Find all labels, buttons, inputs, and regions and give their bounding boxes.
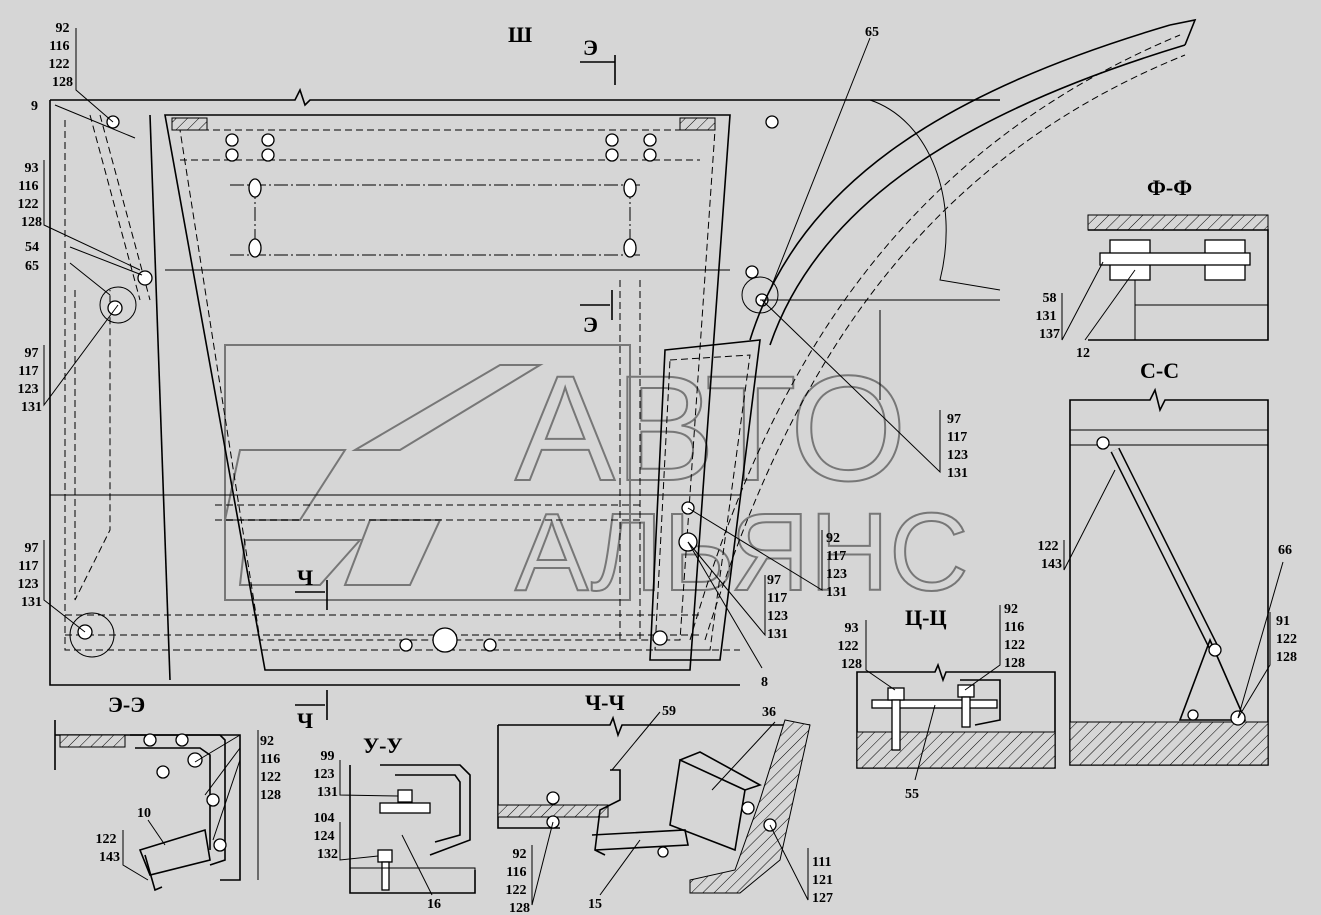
callout-labels: 92 116 122 128 9 93 116 122 128 54 65 97… xyxy=(18,21,1301,915)
callout-65-left: 65 xyxy=(25,259,39,274)
fasteners-top xyxy=(77,115,779,653)
watermark-text-1: АВТО xyxy=(515,344,907,512)
section-chch: Ч-Ч xyxy=(497,690,811,894)
section-mark-ch-top: Ч xyxy=(297,565,313,590)
callout-59: 59 xyxy=(662,704,676,719)
watermark: АВТО АЛЬЯНС xyxy=(223,343,970,615)
callout-91-122-128: 91 122 128 xyxy=(1276,614,1301,665)
callout-16: 16 xyxy=(427,897,441,912)
callout-66: 66 xyxy=(1278,543,1292,558)
section-tsts: Ц-Ц xyxy=(856,605,1056,769)
callout-65-top: 65 xyxy=(865,25,879,40)
section-title-ff: Ф-Ф xyxy=(1147,175,1192,200)
section-title-sh: Ш xyxy=(508,22,532,47)
section-title-ee: Э-Э xyxy=(108,692,145,717)
section-title-ss: С-С xyxy=(1140,358,1179,383)
callout-93-116-122-128: 93 116 122 128 xyxy=(18,161,43,230)
callout-93-122-128: 93 122 128 xyxy=(838,621,863,672)
callout-12: 12 xyxy=(1076,346,1090,361)
callout-92-116-122-128-ee: 92 116 122 128 xyxy=(260,734,285,803)
callout-92-116-122-128-top: 92 116 122 128 xyxy=(49,21,74,90)
section-ss: С-С xyxy=(1069,358,1269,766)
callout-97-117-123-131-bottom-left: 97 117 123 131 xyxy=(18,541,43,610)
section-title-tsts: Ц-Ц xyxy=(905,605,947,630)
callout-92-116-122-128-tsts: 92 116 122 128 xyxy=(1004,602,1029,671)
callout-8: 8 xyxy=(761,675,768,690)
callout-92-116-122-128-chch: 92 116 122 128 xyxy=(506,847,531,915)
callout-122-143-right: 122 143 xyxy=(1038,539,1063,572)
section-ee: Э-Э xyxy=(54,692,241,892)
callout-36: 36 xyxy=(762,705,776,720)
callout-55: 55 xyxy=(905,787,919,802)
main-view-sh: Э Э Ч Ч Ш xyxy=(49,18,1197,733)
callout-111-121-127: 111 121 127 xyxy=(812,855,837,906)
leader-lines xyxy=(43,28,1284,906)
callout-10: 10 xyxy=(137,806,151,821)
section-mark-ch-bottom: Ч xyxy=(297,708,313,733)
callout-97-117-123-131-left: 97 117 123 131 xyxy=(18,346,43,415)
watermark-text-2: АЛЬЯНС xyxy=(515,491,969,614)
callout-58-131-137: 58 131 137 xyxy=(1036,291,1061,342)
callout-97-117-123-131-mid: 97 117 123 131 xyxy=(947,412,972,481)
section-mark-e-top: Э xyxy=(583,35,598,60)
section-ff: Ф-Ф xyxy=(1087,175,1269,341)
section-mark-e-mid: Э xyxy=(583,312,598,337)
callout-122-143-ee: 122 143 xyxy=(96,832,121,865)
section-uu: У-У xyxy=(349,733,476,894)
callout-99-123-131: 99 123 131 xyxy=(314,749,339,800)
callout-104-124-132: 104 124 132 xyxy=(314,811,339,862)
callout-54: 54 xyxy=(25,240,39,255)
section-title-uu: У-У xyxy=(363,733,403,758)
callout-97-117-123-131-right: 97 117 123 131 xyxy=(767,573,792,642)
callout-15: 15 xyxy=(588,897,602,912)
section-title-chch: Ч-Ч xyxy=(585,690,625,715)
callout-92-117-123-131: 92 117 123 131 xyxy=(826,531,851,600)
callout-9: 9 xyxy=(31,99,38,114)
